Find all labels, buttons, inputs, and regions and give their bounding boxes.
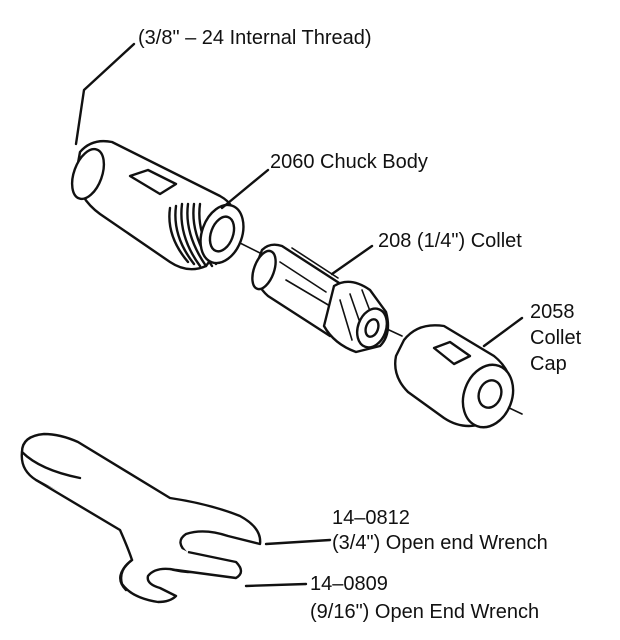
collet-cap-hole (477, 379, 503, 409)
collet-bore (364, 318, 380, 338)
leader-collet-cap (482, 316, 524, 348)
leader-lines (74, 42, 524, 588)
collet-cap-flat (432, 340, 472, 366)
label-collet-cap-word2: Cap (530, 353, 567, 375)
collet-front-face (355, 307, 389, 349)
wrench-9-16-jaw (119, 558, 134, 592)
leader-wrench-9-16 (244, 582, 308, 588)
wrenches-drawing (20, 432, 262, 604)
chuck-body-bore (208, 215, 236, 253)
collet-slits (279, 247, 339, 307)
label-wrench-9-16-desc: (9/16") Open End Wrench (310, 601, 540, 623)
label-wrench-3-4-part: 14–0812 (332, 507, 410, 529)
leader-chuck-body (220, 168, 270, 210)
label-chuck-body: 2060 Chuck Body (270, 151, 428, 173)
chuck-body-drawing (70, 139, 245, 271)
label-collet-cap-number: 2058 (530, 301, 575, 323)
leader-collet (330, 244, 374, 276)
leader-thread (74, 42, 136, 146)
collet-rear-end (251, 249, 277, 291)
collet-cap-front-face (461, 363, 515, 429)
label-wrench-3-4-desc: (3/4") Open end Wrench (332, 532, 548, 554)
collet-drawing (251, 243, 390, 354)
label-wrench-9-16-part: 14–0809 (310, 573, 388, 595)
chuck-body-rear-end (70, 147, 106, 201)
wrench-9-16-body (35, 478, 243, 604)
wrench-3-4-edge (20, 450, 82, 480)
label-collet-cap-word1: Collet (530, 327, 582, 349)
label-collet: 208 (1/4") Collet (378, 230, 522, 252)
leader-wrench-3-4 (264, 538, 332, 546)
chuck-body-flat-notch (128, 168, 178, 196)
label-internal-thread: (3/8" – 24 Internal Thread) (138, 27, 372, 49)
collet-cap-drawing (394, 324, 515, 429)
